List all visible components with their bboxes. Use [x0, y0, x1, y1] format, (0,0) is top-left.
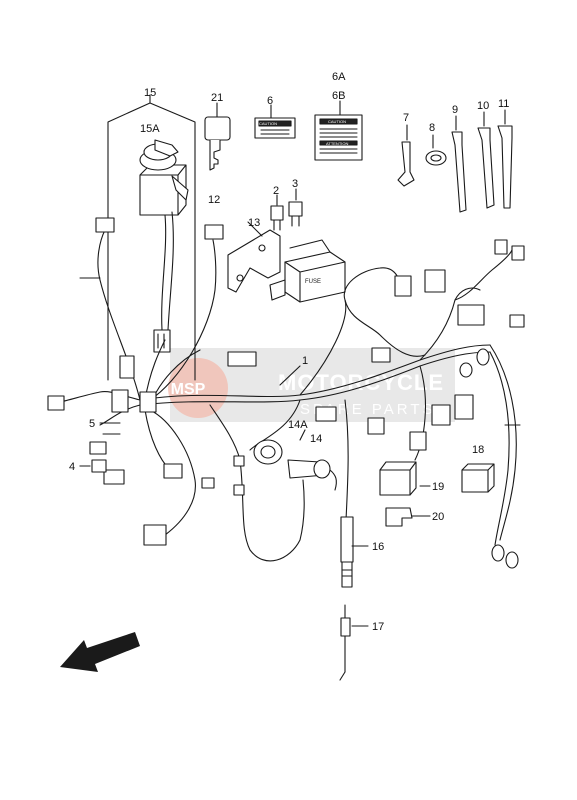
wire-clamp-7 — [397, 124, 415, 187]
sensor-16 — [340, 516, 354, 588]
callout-12: 12 — [208, 194, 220, 206]
callout-6b: 6B — [332, 90, 345, 102]
callout-20: 20 — [432, 511, 444, 523]
callout-15a: 15A — [140, 123, 160, 135]
callout-5: 5 — [89, 418, 95, 430]
callout-6: 6 — [267, 95, 273, 107]
caution-label-6 — [254, 104, 296, 139]
callout-15: 15 — [144, 87, 156, 99]
bracket-13 — [227, 221, 281, 293]
ignition-key-spare — [171, 175, 189, 201]
connector-bottom — [143, 524, 167, 546]
connector-far-right — [509, 314, 525, 328]
connector-small-c — [233, 484, 245, 496]
connector-cluster-1 — [111, 389, 129, 413]
callout-labels: 15 15A 21 6 6A 6B 7 8 9 10 11 2 3 12 13 … — [69, 71, 509, 633]
connector-left-top — [95, 217, 115, 233]
callout-1: 1 — [302, 355, 308, 367]
callout-7: 7 — [403, 112, 409, 124]
connector-top-mid — [394, 275, 412, 297]
connector-12 — [204, 224, 224, 240]
connector-right-mid — [457, 304, 485, 326]
callout-10: 10 — [477, 100, 489, 112]
watermark-logo: MSP — [171, 381, 206, 398]
label-caution-6: CAUTION — [259, 121, 277, 126]
connector-left — [47, 395, 65, 411]
connector-far-right-top-a — [494, 239, 508, 255]
key-blank — [204, 102, 231, 171]
cable-tie-10 — [477, 111, 495, 209]
front-direction-arrow-icon — [60, 632, 140, 672]
callout-11: 11 — [498, 98, 509, 110]
connector-5 — [89, 422, 121, 455]
power-socket-14 — [253, 429, 337, 491]
callout-8: 8 — [429, 122, 435, 134]
connector-upper — [119, 355, 135, 379]
connector-lower-mid — [163, 463, 183, 479]
callout-9: 9 — [452, 104, 458, 116]
connector-far-right-top-b — [511, 245, 525, 261]
watermark-line1: MOTORCYCLE — [278, 370, 444, 395]
fuse-box — [269, 239, 346, 303]
ignition-key-icon — [154, 139, 179, 157]
connector-small-b — [233, 455, 245, 467]
label-attention-6b: ATTENTION — [326, 141, 348, 146]
connector-center-right — [367, 417, 385, 435]
connector-right-a — [431, 404, 451, 426]
connector-mid-top — [371, 347, 391, 363]
probe-17 — [339, 604, 351, 681]
callout-17: 17 — [372, 621, 384, 633]
watermark: MSP MOTORCYCLE SPARE PARTS — [168, 348, 455, 422]
fuse-2 — [270, 194, 284, 231]
connector-right-b — [454, 394, 474, 420]
ignition-switch-assembly — [107, 94, 196, 381]
connector-right-c — [409, 431, 427, 451]
label-caution-6b: CAUTION — [328, 119, 346, 124]
connector-relay — [227, 351, 257, 367]
watermark-band — [170, 348, 455, 422]
connector-small-a — [201, 477, 215, 489]
connector-center — [315, 406, 337, 422]
connector-cluster-2 — [139, 391, 157, 413]
callout-3: 3 — [292, 178, 298, 190]
label-fuse-box: FUSE — [305, 279, 321, 285]
fuse-3 — [288, 188, 303, 227]
callout-2: 2 — [273, 185, 279, 197]
clip-8 — [425, 134, 447, 166]
callout-13: 13 — [248, 217, 260, 229]
callout-19: 19 — [432, 481, 444, 493]
bullet-connectors — [459, 348, 519, 569]
ignition-wire-a — [161, 214, 167, 331]
printed-label-text: CAUTION CAUTION ATTENTION FUSE — [259, 119, 348, 285]
caution-attention-label-6b — [314, 100, 363, 161]
callout-4: 4 — [69, 461, 75, 473]
cable-tie-9 — [451, 115, 467, 213]
ignition-connector — [153, 329, 171, 353]
watermark-logo-icon — [168, 358, 228, 418]
callout-16: 16 — [372, 541, 384, 553]
clip-20 — [385, 507, 413, 527]
callout-14: 14 — [310, 433, 322, 445]
relay-19 — [379, 461, 417, 496]
callout-14a: 14A — [288, 419, 308, 431]
cable-tie-11 — [497, 109, 513, 209]
relay-18 — [461, 463, 495, 493]
callout-21: 21 — [211, 92, 223, 104]
callout-18: 18 — [472, 444, 484, 456]
callout-6a: 6A — [332, 71, 346, 83]
leader-lines — [79, 277, 521, 627]
connector-bottom-left — [103, 469, 125, 485]
connector-right-top — [424, 269, 446, 293]
connectors — [47, 217, 525, 546]
